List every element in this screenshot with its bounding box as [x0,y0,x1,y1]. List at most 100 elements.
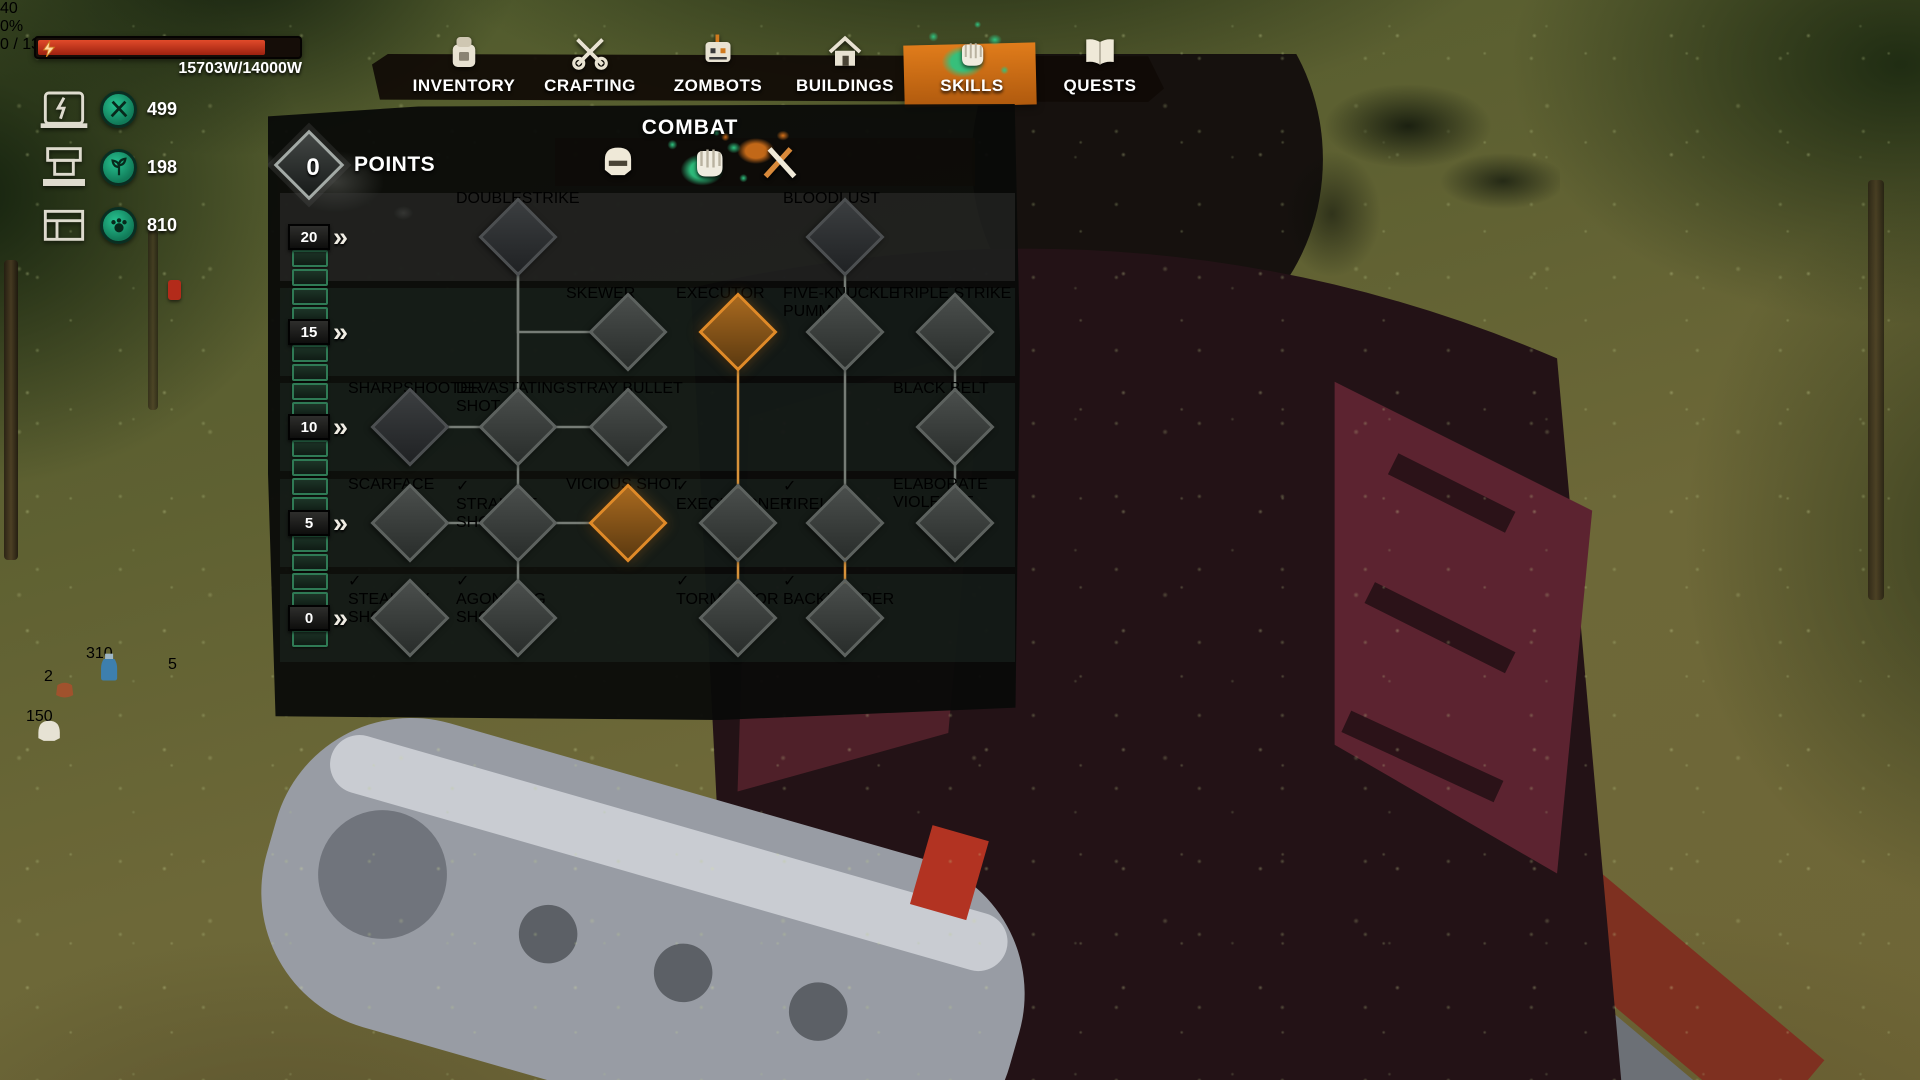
category-strip [555,116,975,204]
skill-node-elaborate-violence[interactable]: ELABORATE VIOLENCE [893,476,1017,570]
level-segment [292,345,328,362]
check-icon: ✓ [456,478,470,495]
skill-diamond [805,197,885,277]
fist-icon[interactable] [685,136,733,184]
paw-icon [100,206,137,244]
skill-node-tireless[interactable]: ✓TIRELESS [783,476,907,570]
level-segment [292,269,328,286]
check-icon: ✓ [676,478,690,495]
quests-icon [1080,32,1120,72]
skill-diamond [370,483,450,563]
skill-label: VICIOUS SHOT [566,476,681,493]
character-level: 40 [0,0,18,17]
skill-node-devastating-shot[interactable]: DEVASTATING SHOT [456,380,580,474]
skill-diamond [370,387,450,467]
level-segment [292,459,328,476]
tab-label: SKILLS [940,76,1004,95]
level-segment [292,478,328,495]
red-canister [168,280,181,300]
level-segment [292,364,328,381]
skill-node-triple-strike[interactable]: TRIPLE STRIKE [893,285,1017,379]
skill-diamond [915,292,995,372]
skill-node-skewer[interactable]: SKEWER [566,285,690,379]
skill-category-title: COMBAT [641,116,739,139]
tab-quests[interactable]: QUESTS [1038,39,1162,102]
power-meter [34,36,302,59]
level-badge: 0» [288,603,348,633]
points-display: 0 POINTS [272,129,436,201]
level-segment [292,554,328,571]
level-number: 0 [288,605,330,631]
check-icon: ✓ [783,573,797,590]
skill-node-backhander[interactable]: ✓BACKHANDER [783,571,907,665]
tab-inventory[interactable]: INVENTORY [402,37,526,102]
skill-node-vicious-shot[interactable]: VICIOUS SHOT [566,476,690,570]
tab-label: BUILDINGS [796,76,894,95]
skill-node-scarface[interactable]: SCARFACE [348,476,472,570]
skill-tree: DOUBLESTRIKE BLOODLUST SKEWEREXECUTORFIVE-… [268,104,1020,720]
hotbar-slot-2[interactable]: 2 [44,668,86,710]
skill-node-bloodlust[interactable]: BLOODLUST [783,190,907,284]
skill-node-stray-bullet[interactable]: STRAY BULLET [566,380,690,474]
level-segment [292,573,328,590]
level-track: 20»15»10»5»0» [268,104,378,720]
chevron-right-icon: » [333,603,348,633]
hotbar-slot-5[interactable]: 5 [168,656,212,700]
check-icon: ✓ [348,573,362,590]
skill-label: BLOODLUST [783,190,880,207]
level-number: 15 [288,319,330,345]
level-number: 20 [288,224,330,250]
level-number: 10 [288,414,330,440]
resource-row: 810 [36,196,177,254]
level-badge: 20» [288,224,348,251]
tab-crafting[interactable]: CRAFTING [528,38,652,102]
machine-icon [36,86,92,132]
skill-node-executioner[interactable]: ✓EXECUTIONER [676,476,800,570]
points-label: POINTS [354,153,436,176]
level-badge: 5» [288,508,348,538]
skill-node-agonizing-shot[interactable]: ✓AGONIZING SHOT [456,571,580,665]
weapons-icon[interactable] [759,141,801,183]
check-icon: ✓ [676,573,690,590]
armor-icon[interactable] [597,141,639,183]
tab-label: QUESTS [1063,76,1137,95]
machine-icon [36,202,92,248]
skill-node-tormentor[interactable]: ✓TORMENTOR [676,571,800,665]
skill-node-straight-shooter[interactable]: ✓STRAIGHT SHOOTER [456,476,580,570]
skill-node-doublestrike[interactable]: DOUBLESTRIKE [456,190,580,284]
tab-buildings[interactable]: BUILDINGS [783,35,907,102]
power-meter-fill [38,40,266,55]
skills-panel: COMBAT 0 POINTS DOUBLESTRIKE BLOODLUST SKE… [268,104,1020,720]
resource-row: 198 [36,138,177,196]
crafting-icon [570,32,610,72]
skill-diamond [698,292,778,372]
buildings-icon [825,32,865,72]
power-icon [40,40,58,57]
skills-icon [952,32,992,72]
tab-zombots[interactable]: ZOMBOTS [656,34,780,102]
tab-skills[interactable]: SKILLS [903,20,1037,108]
skill-node-executor[interactable]: EXECUTOR [676,285,800,379]
chevron-right-icon: » [333,508,348,538]
skill-label: SHARPSHOOTER [348,380,483,397]
skill-node-stealthy-shot[interactable]: ✓STEALTHY SHOT [348,571,472,665]
level-segment [292,535,328,552]
inventory-icon [444,32,484,72]
resource-value: 499 [147,98,178,119]
level-badge: 15» [288,319,348,346]
points-value: 0 [306,154,320,181]
tab-label: CRAFTING [544,76,636,95]
tab-label: INVENTORY [412,76,516,95]
skill-label: BLACK BELT [893,380,989,397]
slot-number-badge: 1 [26,708,35,725]
skill-node-sharpshooter[interactable]: SHARPSHOOTER [348,380,483,474]
power-value: 15703W/14000W [178,60,302,77]
level-segment [292,630,328,647]
skill-node-black-belt[interactable]: BLACK BELT [893,380,1017,474]
level-badge: 10» [288,414,348,441]
skill-node-five-knuckle-pummel[interactable]: FIVE-KNUCKLE PUMMEL [783,285,907,379]
